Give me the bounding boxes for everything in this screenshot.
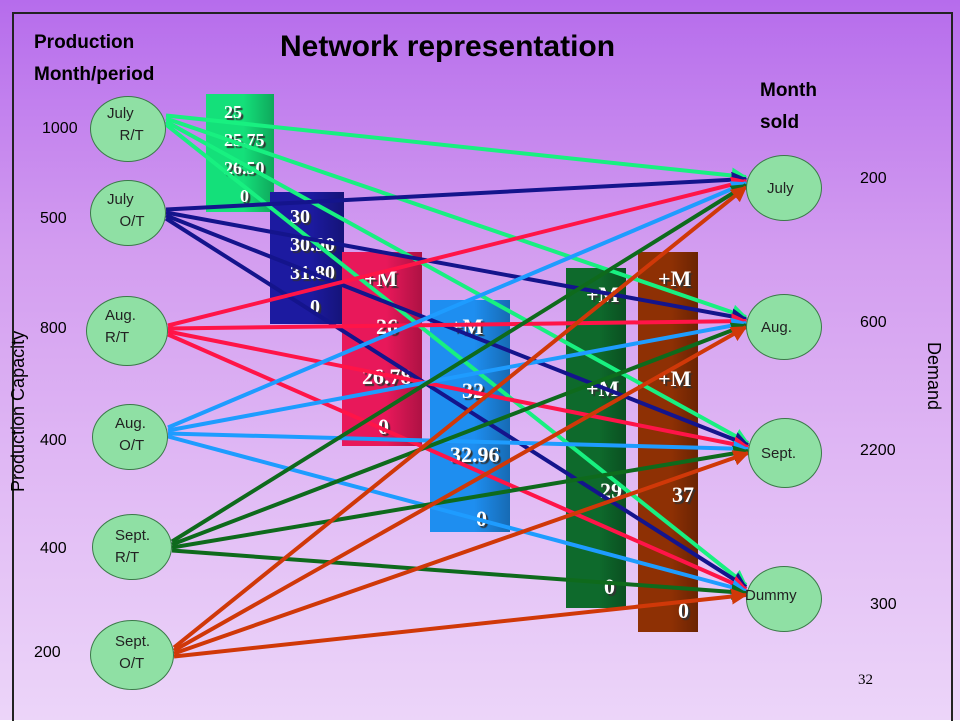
sold-header-line1: Month bbox=[760, 80, 817, 101]
capacity-value: 800 bbox=[40, 320, 67, 337]
source-node-label: July O/T bbox=[107, 191, 145, 230]
capacity-value: 400 bbox=[40, 432, 67, 449]
arc-aug-ot-to-aug bbox=[167, 317, 748, 433]
dest-node-sept: Sept. bbox=[748, 418, 822, 488]
arc-sept-rt-to-july bbox=[170, 183, 748, 544]
dest-node-july: July bbox=[746, 155, 822, 221]
cost-value: 0 bbox=[240, 186, 249, 206]
arc-july-ot-to-dummy bbox=[164, 216, 748, 589]
arc-sept-ot-to-aug bbox=[173, 325, 748, 653]
sold-header-line2: sold bbox=[760, 112, 800, 133]
arc-july-rt-to-sept bbox=[165, 119, 750, 445]
capacity-value: 1000 bbox=[42, 120, 78, 137]
source-node-july-ot: July O/T bbox=[90, 180, 166, 246]
demand-label: Demand bbox=[924, 342, 944, 411]
production-capacity-label: Production Capacity bbox=[8, 330, 28, 492]
cost-bar-july-rt: 25 25.75 26.50 0 bbox=[206, 94, 274, 212]
dest-node-label: Sept. bbox=[761, 445, 797, 462]
arc-july-rt-to-aug bbox=[165, 116, 748, 320]
capacity-value: 400 bbox=[40, 540, 67, 557]
source-node-sept-rt: Sept. R/T bbox=[92, 514, 172, 580]
dest-node-label: Dummy bbox=[745, 587, 797, 604]
cost-value: 0 bbox=[678, 598, 689, 623]
source-node-aug-rt: Aug. R/T bbox=[86, 296, 168, 366]
arc-aug-ot-to-july bbox=[167, 181, 748, 430]
page-title: Network representation bbox=[280, 30, 616, 63]
source-node-label: Aug. R/T bbox=[105, 307, 136, 346]
source-node-label: July R/T bbox=[107, 105, 144, 144]
cost-value: 25.75 bbox=[224, 130, 265, 150]
production-header-line2: Month/period bbox=[34, 64, 155, 85]
cost-value: 0 bbox=[378, 414, 389, 439]
cost-value: 26.50 bbox=[224, 158, 265, 178]
source-node-label: Aug. O/T bbox=[115, 415, 146, 454]
dest-node-label: Aug. bbox=[761, 319, 792, 336]
arc-aug-rt-to-sept bbox=[167, 329, 750, 453]
slide-frame bbox=[12, 12, 953, 721]
source-node-label: Sept. O/T bbox=[115, 633, 151, 672]
demand-value: 2200 bbox=[860, 442, 896, 459]
production-header-line1: Production bbox=[34, 32, 135, 53]
source-node-july-rt: July R/T bbox=[90, 96, 166, 162]
source-node-label: Sept. R/T bbox=[115, 527, 151, 566]
arc-aug-rt-to-july bbox=[167, 176, 748, 328]
cost-value: 0 bbox=[604, 574, 615, 599]
arc-sept-rt-to-aug bbox=[171, 322, 748, 547]
demand-value: 600 bbox=[860, 314, 887, 331]
arc-sept-ot-to-july bbox=[172, 185, 748, 650]
arc-july-ot-to-july bbox=[165, 171, 748, 212]
arc-aug-rt-to-aug bbox=[167, 313, 748, 331]
arc-july-rt-to-july bbox=[165, 113, 748, 184]
arc-sept-ot-to-sept bbox=[173, 450, 750, 656]
demand-value: 300 bbox=[870, 596, 897, 613]
source-node-aug-ot: Aug. O/T bbox=[92, 404, 168, 470]
page-number: 32 bbox=[858, 672, 873, 688]
arc-aug-ot-to-dummy bbox=[167, 434, 748, 596]
demand-value: 200 bbox=[860, 170, 887, 187]
arc-july-rt-to-dummy bbox=[164, 122, 748, 587]
arc-july-ot-to-aug bbox=[165, 210, 748, 325]
arc-sept-rt-to-sept bbox=[171, 445, 750, 550]
arc-sept-rt-to-dummy bbox=[171, 548, 748, 600]
arc-sept-ot-to-dummy bbox=[173, 588, 748, 659]
capacity-value: 200 bbox=[34, 644, 61, 661]
source-node-sept-ot: Sept. O/T bbox=[90, 620, 174, 690]
arc-aug-ot-to-sept bbox=[167, 431, 750, 457]
cost-value: 0 bbox=[310, 296, 320, 318]
capacity-value: 500 bbox=[40, 210, 67, 227]
dest-node-dummy: Dummy bbox=[745, 566, 822, 632]
cost-bar-sept-ot: +M +M 37 0 bbox=[638, 252, 698, 632]
dest-node-aug: Aug. bbox=[746, 294, 822, 360]
cost-value: 30 bbox=[290, 206, 310, 228]
arc-aug-rt-to-dummy bbox=[167, 332, 748, 591]
cost-value: 37 bbox=[672, 482, 694, 507]
arc-july-ot-to-sept bbox=[165, 213, 750, 448]
cost-value: +M bbox=[658, 366, 692, 391]
cost-value: 25 bbox=[224, 102, 242, 122]
dest-node-label: July bbox=[767, 180, 794, 197]
